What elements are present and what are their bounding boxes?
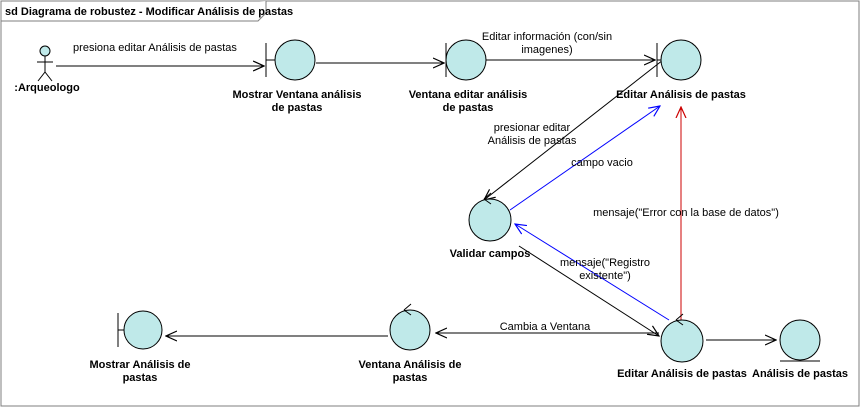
message-label: presiona editar Análisis de pastas bbox=[73, 42, 237, 54]
message-label: Cambia a Ventana bbox=[500, 321, 591, 333]
element-label: pastas bbox=[393, 372, 428, 384]
element-label: Ventana Análisis de bbox=[359, 359, 462, 371]
message-label: mensaje("Error con la base de datos") bbox=[593, 207, 779, 219]
element-label: Editar Análisis de pastas bbox=[617, 368, 747, 380]
message-editar-informacion[interactable]: Editar información (con/sin imagenes) bbox=[479, 31, 655, 60]
message-cambia-a-ventana[interactable]: Cambia a Ventana bbox=[436, 321, 659, 333]
actor-label: :Arqueologo bbox=[14, 82, 80, 94]
message-label: presionar editar bbox=[494, 122, 571, 134]
element-label: Análisis de pastas bbox=[752, 368, 848, 380]
message-label: campo vacio bbox=[571, 157, 633, 169]
element-label: Mostrar Análisis de bbox=[89, 359, 190, 371]
boundary-ventana-editar[interactable]: Ventana editar análisis de pastas bbox=[409, 39, 528, 114]
message-label: Análisis de pastas bbox=[488, 135, 577, 147]
element-label: Ventana editar análisis bbox=[409, 89, 528, 101]
element-label: Validar campos bbox=[450, 248, 531, 260]
element-label: Mostrar Ventana análisis bbox=[233, 89, 362, 101]
entity-analisis-pastas[interactable]: Análisis de pastas bbox=[752, 319, 848, 380]
message-registro-existente[interactable]: mensaje("Registro existente") bbox=[515, 224, 670, 321]
element-label: pastas bbox=[123, 372, 158, 384]
message-presiona-editar[interactable]: presiona editar Análisis de pastas bbox=[56, 42, 264, 66]
connectors: presiona editar Análisis de pastas Edita… bbox=[56, 31, 779, 340]
actor-arqueologo[interactable]: :Arqueologo bbox=[14, 45, 80, 94]
message-presionar-editar[interactable]: presionar editar Análisis de pastas bbox=[484, 59, 664, 200]
element-label: de pastas bbox=[272, 102, 323, 114]
message-validar-to-editar[interactable] bbox=[518, 245, 659, 336]
element-label: Editar Análisis de pastas bbox=[616, 89, 746, 101]
boundary-editar-top[interactable]: Editar Análisis de pastas bbox=[616, 39, 746, 101]
element-label: de pastas bbox=[443, 102, 494, 114]
control-editar-bottom[interactable]: Editar Análisis de pastas bbox=[617, 313, 747, 380]
message-label: existente") bbox=[579, 270, 631, 282]
frame-title: sd Diagrama de robustez - Modificar Anál… bbox=[5, 6, 293, 18]
control-validar-campos[interactable]: Validar campos bbox=[450, 192, 531, 260]
message-label: mensaje("Registro bbox=[560, 257, 650, 269]
message-label: imagenes) bbox=[521, 44, 572, 56]
message-label: Editar información (con/sin bbox=[482, 31, 612, 43]
boundary-mostrar-analisis[interactable]: Mostrar Análisis de pastas bbox=[89, 310, 191, 384]
message-error-base-datos[interactable]: mensaje("Error con la base de datos") bbox=[593, 107, 779, 322]
boundary-mostrar-ventana[interactable]: Mostrar Ventana análisis de pastas bbox=[233, 39, 362, 114]
control-ventana-analisis[interactable]: Ventana Análisis de pastas bbox=[359, 303, 462, 384]
message-campo-vacio[interactable]: campo vacio bbox=[509, 106, 660, 211]
